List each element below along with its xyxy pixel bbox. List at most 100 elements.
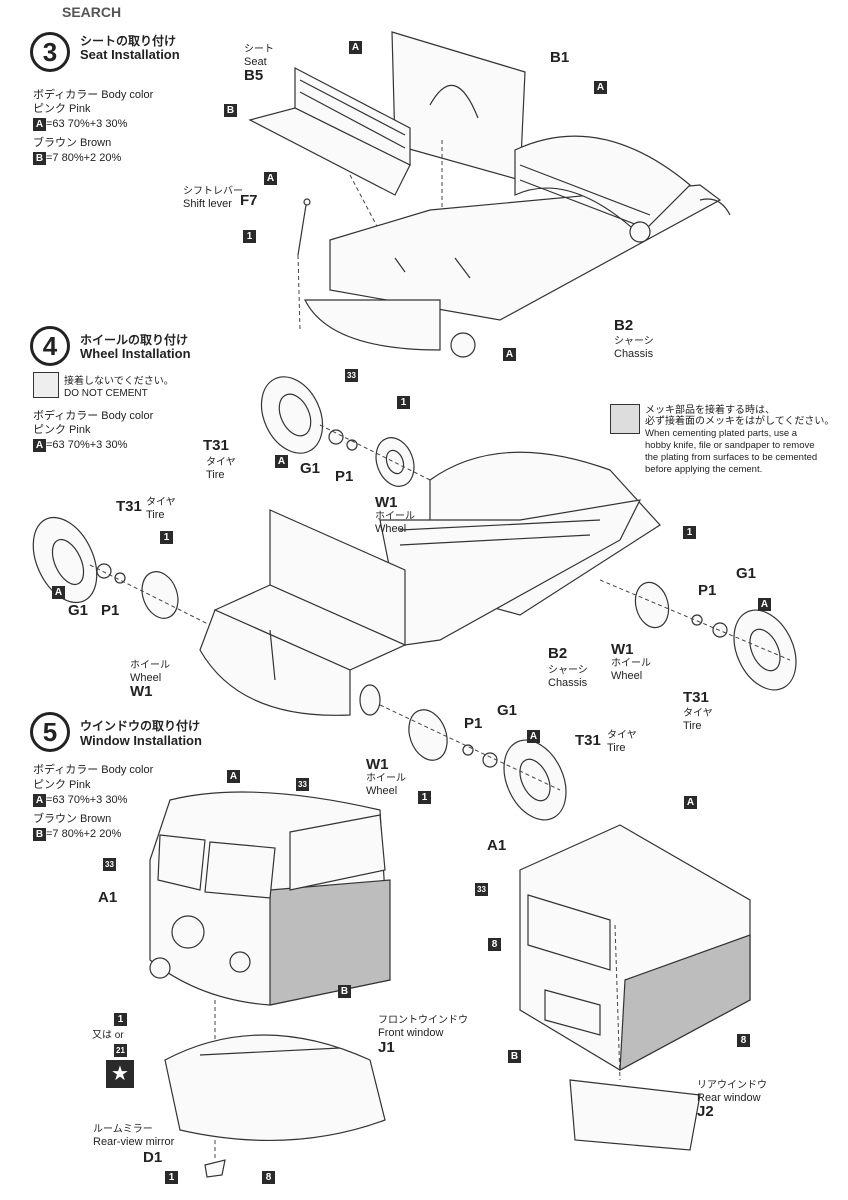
wheel-en-left: Wheel [130, 672, 162, 684]
shift-lever-f7 [297, 204, 307, 256]
step-5-title-en: Window Installation [80, 733, 202, 748]
tire-jp-upper: タイヤ [206, 457, 236, 468]
tag-a-rear-roof: A [684, 796, 697, 809]
part-w1-upper: W1 [375, 494, 398, 511]
part-b5: B5 [244, 67, 264, 84]
tag-8-mirror: 8 [262, 1171, 275, 1184]
chassis-jp-step3: シャーシ [614, 336, 654, 347]
part-w1-left: W1 [130, 683, 153, 700]
part-b2-step3: B2 [614, 317, 634, 334]
wheel-w1-upper [375, 437, 415, 487]
chassis-jp-step4: シャーシ [548, 665, 588, 676]
rear-window-en: Rear window [697, 1092, 761, 1104]
tag-1-front: 1 [114, 1013, 127, 1026]
tag-1-shift: 1 [243, 230, 256, 243]
tire-en-right: Tire [683, 720, 702, 732]
step-3-number: 3 [30, 32, 70, 72]
tag-a-front-roof: A [227, 770, 240, 783]
step-4-color-a-formula: A=63 70%+3 30% [33, 438, 127, 453]
rear-body-lower-b [619, 934, 751, 1072]
tag-8-rear-right: 8 [737, 1034, 750, 1047]
mirror-jp: ルームミラー [93, 1124, 153, 1135]
headlight-right [229, 951, 251, 973]
seat-label-jp: シート [244, 44, 274, 55]
tire-t31-right [733, 609, 797, 691]
step-5-title-jp: ウインドウの取り付け [80, 719, 201, 733]
part-j2: J2 [697, 1103, 714, 1120]
part-p1-upper: P1 [335, 468, 354, 485]
step-5-color-a-formula: A=63 70%+3 30% [33, 793, 127, 808]
part-t31-right: T31 [683, 689, 709, 706]
front-window-left [157, 834, 206, 891]
tag-1-left: 1 [160, 531, 173, 544]
tag-1-mirror: 1 [165, 1171, 178, 1184]
step-3-color-b-formula: B=7 80%+2 20% [33, 151, 121, 166]
tag-1-upper: 1 [397, 396, 410, 409]
front-window-jp: フロントウインドウ [378, 1015, 468, 1026]
guide-line-shift [297, 254, 301, 331]
tire-jp-right: タイヤ [683, 708, 713, 719]
step-4-color-a-label: ボディカラー Body color [33, 410, 154, 422]
tag-a-chassis: A [503, 348, 516, 361]
step-4-number: 4 [30, 326, 70, 366]
plated-parts-icon [610, 404, 640, 434]
floor-ribs [399, 519, 601, 546]
part-w1-bottom: W1 [366, 756, 389, 773]
step-4-color-a-name: ピンク Pink [33, 424, 91, 436]
chassis-floor-step4 [379, 499, 642, 646]
seat-pattern [299, 79, 406, 149]
step-3-title-jp: シートの取り付け [80, 34, 177, 48]
step-3-title-en: Seat Installation [80, 47, 180, 62]
rear-window-jp: リアウインドウ [697, 1080, 767, 1091]
wheel-w1-bottom [408, 709, 448, 761]
tag-1-bottom: 1 [418, 791, 431, 804]
rear-license-plate [544, 989, 601, 1036]
g1-upper [328, 429, 344, 445]
guide-arrows [394, 257, 471, 279]
front-floor-step4 [199, 609, 351, 716]
wheel-hub-left [450, 332, 476, 358]
step-5-color-b-name: ブラウン Brown [33, 813, 112, 825]
wheel-w1-left [141, 571, 179, 619]
step-5-color-a-name: ピンク Pink [33, 779, 91, 791]
hub-bottom [359, 684, 381, 716]
rear-window-j2 [569, 1079, 701, 1151]
tag-a-right: A [758, 598, 771, 611]
part-g1-bottom: G1 [497, 702, 518, 719]
chassis-en-step4: Chassis [548, 677, 588, 689]
tag-33-rear: 33 [475, 883, 488, 896]
front-window-edge [199, 1047, 341, 1056]
tire-jp-left: タイヤ [146, 497, 176, 508]
watermark-text: SEARCH [62, 4, 122, 20]
tag-a-bottom: A [527, 730, 540, 743]
no-cement-jp: 接着しないでください。 [64, 376, 174, 387]
front-window-en: Front window [378, 1027, 444, 1039]
tag-21: 21 [114, 1044, 127, 1057]
tag-33-floor: 33 [345, 369, 358, 382]
seat-label-en: Seat [244, 56, 267, 68]
rear-fender-arch [514, 135, 691, 236]
step-3-color-a-formula: A=63 70%+3 30% [33, 117, 127, 132]
step-3-color-a-label: ボディカラー Body color [33, 89, 154, 101]
tag-a-shift: A [264, 172, 277, 185]
plated-note-jp-1: メッキ部品を接着する時は、 [645, 405, 775, 416]
wheel-jp-upper: ホイール [375, 511, 415, 522]
star-icon: ★ [106, 1060, 134, 1088]
part-b1: B1 [550, 49, 570, 66]
step-4-title-jp: ホイールの取り付け [80, 333, 189, 347]
part-g1-left: G1 [68, 602, 89, 619]
or-text: 又は or [92, 1030, 124, 1041]
chassis-ribs [519, 164, 651, 229]
tag-b-seat: B [224, 104, 237, 117]
tag-1-right: 1 [683, 526, 696, 539]
wheel-en-upper: Wheel [375, 523, 407, 535]
shift-lever-step4 [269, 629, 276, 681]
shift-lever-jp: シフトレバー [183, 186, 243, 197]
rear-bumper-hook [699, 198, 731, 216]
chassis-en-step3: Chassis [614, 348, 654, 360]
wheel-jp-right: ホイール [611, 658, 651, 669]
part-b2-step4: B2 [548, 645, 568, 662]
part-w1-right: W1 [611, 641, 634, 658]
seat-cushion-b5 [248, 107, 411, 196]
